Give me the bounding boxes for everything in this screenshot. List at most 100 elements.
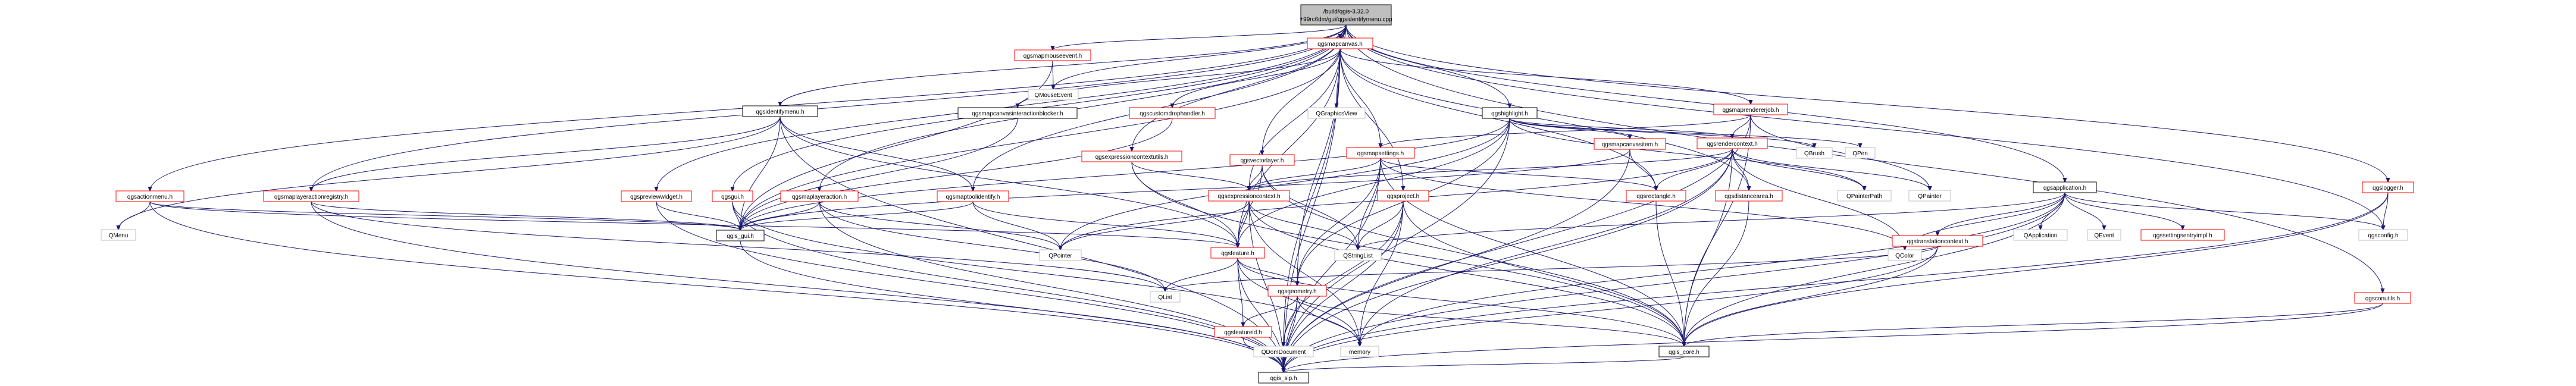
node-box-qgis_gui [716,230,765,241]
node-box-qstringlist [1334,249,1382,261]
node-qpainterpath[interactable]: QPainterPath [1837,190,1892,202]
node-qgsrendercontext[interactable]: qgsrendercontext.h [1697,137,1768,149]
node-qdomdocument[interactable]: QDomDocument [1253,346,1314,357]
node-qpen[interactable]: QPen [1845,147,1876,159]
edge-qgsmaplayeraction-to-qgis_sip [819,201,1284,372]
node-qgsconfig[interactable]: qgsconfig.h [2358,229,2408,241]
node-box-qgsmapcanvasitem [1594,138,1666,150]
node-qgsmaplayeractionregistry[interactable]: qgsmaplayeractionregistry.h [263,190,359,202]
edge-qgsapplication-to-qgis_sip [1284,192,2065,372]
node-label-qgsrectangle: qgsrectangle.h [1636,193,1676,200]
edge-root-to-qgsmapmouseevent [1053,24,1347,50]
edge-qgshighlight-to-qgsfeature [1238,118,1510,247]
node-label-qgsfeatureid: qgsfeatureid.h [1224,329,1262,336]
node-qgsexpressioncontextutils[interactable]: qgsexpressioncontextutils.h [1081,150,1182,162]
node-qgsvectorlayer[interactable]: qgsvectorlayer.h [1229,154,1295,166]
node-box-qgsmaprendererjob [1713,103,1788,115]
edge-qgsmapsettings-to-qgsrectangle [1380,158,1656,190]
node-memory[interactable]: memory [1340,346,1379,357]
node-qmouseevent[interactable]: QMouseEvent [1028,89,1079,101]
node-root[interactable]: /build/qgis-3.32.0+99rc6dm/gui/qgsidenti… [1300,4,1392,26]
node-qgshighlight[interactable]: qgshighlight.h [1482,107,1538,119]
node-qevent[interactable]: QEvent [2087,229,2121,241]
node-box-qgstranslationcontext [1892,235,1983,247]
node-label-qgsconutils: qgsconutils.h [2365,296,2400,302]
node-qgsidentifymenu_h[interactable]: qgsidentifymenu.h [742,105,818,117]
edge-qgsidentifymenu_h-to-qgis_gui [740,116,781,230]
node-qmenu[interactable]: QMenu [101,229,136,241]
edge-root-to-qgsapplication [1345,24,2065,182]
node-qgsmapcanvas[interactable]: qgsmapcanvas.h [1307,37,1373,49]
node-label-qgis_sip: qgis_sip.h [1270,375,1297,382]
node-box-qgsproject [1377,190,1429,202]
node-label-qgspreviewwidget: qgspreviewwidget.h [630,194,683,200]
node-label-qapplication: QApplication [2024,233,2058,239]
node-qgslogger[interactable]: qgslogger.h [2362,181,2414,193]
edge-qgsmaplayeraction-to-qlist [819,201,1165,291]
node-qgspreviewwidget[interactable]: qgspreviewwidget.h [621,190,692,202]
node-qgsapplication[interactable]: qgsapplication.h [2033,181,2097,193]
node-qpointer[interactable]: QPointer [1039,249,1082,261]
node-qgis_sip[interactable]: qgis_sip.h [1258,372,1309,384]
node-qgsfeatureid[interactable]: qgsfeatureid.h [1214,326,1272,338]
edge-qgsgui-to-memory [732,201,1360,346]
node-qlist[interactable]: QList [1150,291,1181,303]
dependency-edges [118,24,2388,372]
node-qgsfeature[interactable]: qgsfeature.h [1210,247,1265,259]
edge-qgsmapsettings-to-qgsexpressioncontext [1249,158,1381,190]
node-qgssettingsentryimpl[interactable]: qgssettingsentryimpl.h [2140,229,2225,241]
edge-qgsrendercontext-to-qgis_sip [1284,148,1733,372]
node-qgraphicsview[interactable]: QGraphicsView [1307,107,1366,119]
edge-qgsmapcanvas-to-qgsrectangle [1339,48,1656,190]
node-qgsmapmouseevent[interactable]: qgsmapmouseevent.h [1014,49,1091,61]
edge-qgsmapcanvas-to-qgsdistancearea [1339,48,1749,190]
node-qgsexpressioncontext[interactable]: qgsexpressioncontext.h [1208,190,1290,202]
node-box-qgsactionmenu [115,190,184,202]
node-label-qstringlist: QStringList [1343,253,1373,259]
edge-qgsmapcanvas-to-qgsproject [1339,48,1403,190]
node-label-qgsgeometry: qgsgeometry.h [1278,288,1316,295]
node-label-memory: memory [1349,349,1370,356]
node-qbrush[interactable]: QBrush [1796,147,1833,159]
node-qgsmapcanvasitem[interactable]: qgsmapcanvasitem.h [1594,138,1666,150]
node-qgsmapcanvasinteractionblocker[interactable]: qgsmapcanvasinteractionblocker.h [957,107,1078,119]
node-qgsmaplayeraction[interactable]: qgsmaplayeraction.h [780,190,859,202]
node-qstringlist[interactable]: QStringList [1334,249,1382,261]
edge-qgsrendercontext-to-memory [1360,148,1733,346]
node-qgscustomdrophandler[interactable]: qgscustomdrophandler.h [1129,107,1216,119]
node-qgsproject[interactable]: qgsproject.h [1377,190,1429,202]
node-qgsmapsettings[interactable]: qgsmapsettings.h [1346,147,1415,159]
edge-qgsexpressioncontextutils-to-qgsexpressioncontext [1131,161,1249,190]
node-qgsgeometry[interactable]: qgsgeometry.h [1267,285,1327,297]
node-box-memory [1340,346,1379,357]
edge-qgsactionmenu-to-qgsfeature [149,201,1238,247]
node-box-qgsmaplayeractionregistry [263,190,359,202]
node-qapplication[interactable]: QApplication [2013,229,2068,241]
node-qgsconutils[interactable]: qgsconutils.h [2354,292,2411,304]
node-qgsactionmenu[interactable]: qgsactionmenu.h [115,190,184,202]
node-qgis_core[interactable]: qgis_core.h [1658,346,1710,357]
node-qgsrectangle[interactable]: qgsrectangle.h [1626,190,1686,202]
node-label-qdomdocument: QDomDocument [1262,349,1306,356]
node-qpainter[interactable]: QPainter [1908,190,1951,202]
node-label-qgsmaplayeraction: qgsmaplayeraction.h [792,194,847,200]
node-qgsdistancearea[interactable]: qgsdistancearea.h [1715,190,1783,202]
node-qcolor[interactable]: QColor [1888,249,1922,261]
node-box-qgraphicsview [1307,107,1366,119]
node-box-qgis_core [1658,346,1710,357]
node-label-qgraphicsview: QGraphicsView [1316,111,1357,117]
node-qgis_gui[interactable]: qgis_gui.h [716,230,765,241]
node-qgstranslationcontext[interactable]: qgstranslationcontext.h [1892,235,1983,247]
node-label-qlist: QList [1158,294,1172,301]
node-qgsmaptoolidentify[interactable]: qgsmaptoolidentify.h [937,190,1009,202]
node-qgsmaprendererjob[interactable]: qgsmaprendererjob.h [1713,103,1788,115]
edge-qgshighlight-to-qpainterpath [1509,118,1864,190]
edge-qgsgeometry-to-qgsfeatureid [1243,296,1298,327]
edge-qgsexpressioncontext-to-memory [1248,200,1360,346]
node-box-qgsfeature [1210,247,1265,259]
edge-qgsexpressioncontext-to-qstringlist [1248,200,1358,250]
edge-qgsrendercontext-to-qgis_core [1684,148,1733,346]
node-qgsgui[interactable]: qgsgui.h [712,190,753,202]
node-label-qgsmaplayeractionregistry: qgsmaplayeractionregistry.h [274,194,348,200]
node-label-qpen: QPen [1852,150,1868,157]
